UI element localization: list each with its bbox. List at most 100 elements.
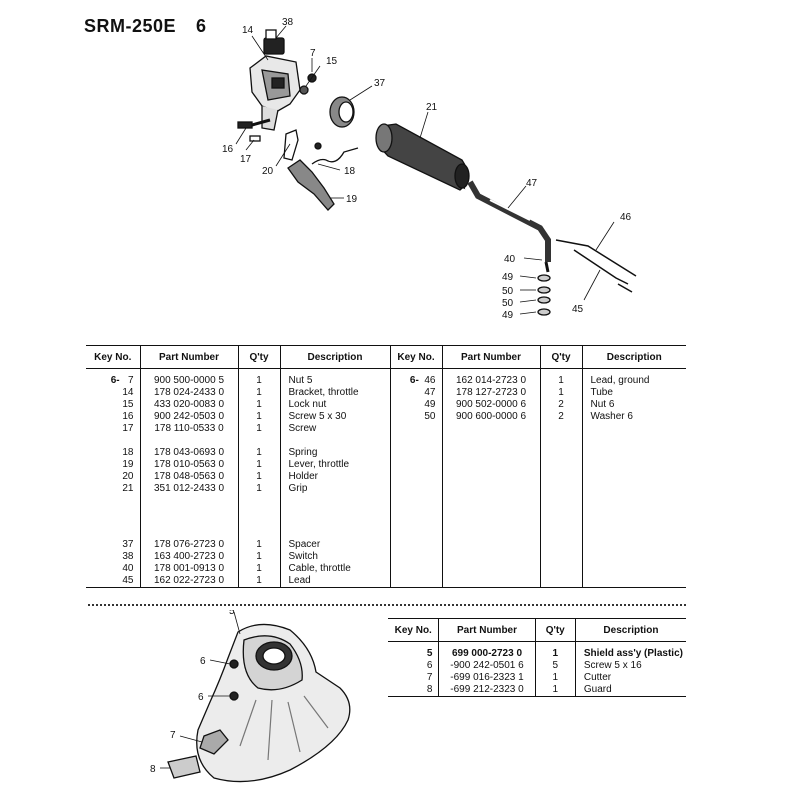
callout-17: 17	[240, 154, 252, 165]
leads-drawing	[555, 239, 637, 293]
key-no: 45	[86, 575, 140, 588]
callout-16: 16	[222, 144, 234, 155]
callout-40: 40	[504, 254, 516, 265]
header-part-number: Part Number	[438, 618, 536, 642]
table-row: 6- 7 900 500-0000 5 1 Nut 5 6- 46 162 01…	[86, 375, 686, 387]
quantity: 1	[534, 684, 576, 697]
quantity: 1	[237, 447, 280, 459]
screw-drawing	[229, 659, 239, 669]
table-row: 45 162 022-2723 0 1 Lead	[86, 575, 686, 588]
callout-45: 45	[572, 304, 584, 315]
quantity: 1	[539, 375, 582, 387]
part-number: 162 022-2723 0	[139, 575, 238, 588]
description: Grip	[279, 483, 390, 495]
callout-18: 18	[344, 166, 356, 177]
table-row: 6 -900 242-0501 6 5 Screw 5 x 16	[388, 660, 686, 672]
header-description: Description	[279, 345, 390, 369]
callout-50b: 50	[502, 298, 514, 309]
header-part-number-2: Part Number	[441, 345, 540, 369]
callout-38: 38	[282, 17, 294, 28]
description: Guard	[574, 684, 686, 697]
part-number: -699 212-2323 0	[438, 684, 536, 697]
quantity: 1	[534, 648, 576, 660]
quantity: 1	[237, 411, 280, 423]
callout-46: 46	[620, 212, 632, 223]
key-no: 17	[122, 423, 134, 434]
holder-drawing	[283, 129, 299, 161]
description: Nut 5	[279, 375, 390, 387]
shield-parts-table: Key No. Part Number Q'ty Description 5 6…	[388, 618, 686, 697]
guard-drawing	[167, 755, 201, 779]
throttle-assembly-diagram: 14 38 7 15 37 21 16 17 20 18 19 47 46 40…	[222, 17, 637, 321]
description: Washer 6	[581, 411, 686, 423]
quantity: 1	[237, 551, 280, 563]
part-number: -900 242-0501 6	[438, 660, 536, 672]
table-row: 20 178 048-0563 0 1 Holder	[86, 471, 686, 483]
description: Shield ass'y (Plastic)	[574, 648, 686, 660]
callout-20: 20	[262, 166, 274, 177]
callout-21: 21	[426, 102, 438, 113]
part-number: 178 110-0533 0	[139, 423, 238, 435]
key-no: 14	[122, 387, 134, 398]
key-prefix: 6-	[110, 375, 120, 386]
quantity: 1	[237, 563, 280, 575]
spacer-drawing	[329, 96, 355, 128]
part-number: 178 043-0693 0	[139, 447, 238, 459]
key-no: 21	[122, 483, 134, 494]
nuts-washers-drawing	[537, 274, 551, 316]
part-number: 178 048-0563 0	[139, 471, 238, 483]
quantity: 5	[534, 660, 576, 672]
cable-drawing	[544, 261, 550, 273]
description: Lever, throttle	[279, 459, 390, 471]
part-number: 900 500-0000 5	[139, 375, 238, 387]
key-no: 7	[127, 375, 134, 386]
table-row: 8 -699 212-2323 0 1 Guard	[388, 684, 686, 697]
header-key-no: Key No.	[86, 345, 140, 369]
part-number: 178 010-0563 0	[139, 459, 238, 471]
description: Screw	[279, 423, 390, 435]
description: Nut 6	[581, 399, 686, 411]
part-number: 178 001-0913 0	[139, 563, 238, 575]
table-row: 5 699 000-2723 0 1 Shield ass'y (Plastic…	[388, 648, 686, 660]
quantity: 1	[534, 672, 576, 684]
table-row: 40 178 001-0913 0 1 Cable, throttle	[86, 563, 686, 575]
quantity: 2	[539, 411, 582, 423]
key-no: 38	[122, 551, 134, 562]
description: Cutter	[574, 672, 686, 684]
table-row: 19 178 010-0563 0 1 Lever, throttle	[86, 459, 686, 471]
callout-7: 7	[170, 730, 176, 741]
callout-37: 37	[374, 78, 386, 89]
table-row: 38 163 400-2723 0 1 Switch	[86, 551, 686, 563]
quantity: 1	[237, 423, 280, 435]
table-row: 7 -699 016-2323 1 1 Cutter	[388, 672, 686, 684]
part-number: 900 242-0503 0	[139, 411, 238, 423]
quantity: 1	[237, 539, 280, 551]
description: Screw 5 x 16	[574, 660, 686, 672]
key-no: 8	[388, 684, 439, 697]
callout-7: 7	[310, 48, 316, 59]
key-no: 19	[122, 459, 134, 470]
quantity: 1	[237, 575, 280, 588]
key-no: 5	[426, 648, 433, 659]
header-key-no: Key No.	[388, 618, 439, 642]
table-row: 18 178 043-0693 0 1 Spring	[86, 447, 686, 459]
key-prefix: 6-	[409, 375, 419, 386]
description: Spacer	[279, 539, 390, 551]
table-row: 21 351 012-2433 0 1 Grip	[86, 483, 686, 495]
header-qty-2: Q'ty	[539, 345, 582, 369]
callout-8: 8	[150, 764, 156, 775]
description: Lead, ground	[581, 375, 686, 387]
description: Bracket, throttle	[279, 387, 390, 399]
screw-drawing	[229, 691, 239, 701]
header-description-2: Description	[581, 345, 686, 369]
key-no: 46	[424, 375, 436, 386]
key-no: 20	[122, 471, 134, 482]
header-qty: Q'ty	[534, 618, 576, 642]
quantity: 1	[237, 375, 280, 387]
quantity: 1	[237, 399, 280, 411]
part-number: 162 014-2723 0	[441, 375, 540, 387]
screws-drawing	[237, 118, 271, 142]
description: Lock nut	[279, 399, 390, 411]
quantity: 1	[237, 471, 280, 483]
shield-assembly-diagram: 5 6 6 7 8	[150, 610, 351, 783]
